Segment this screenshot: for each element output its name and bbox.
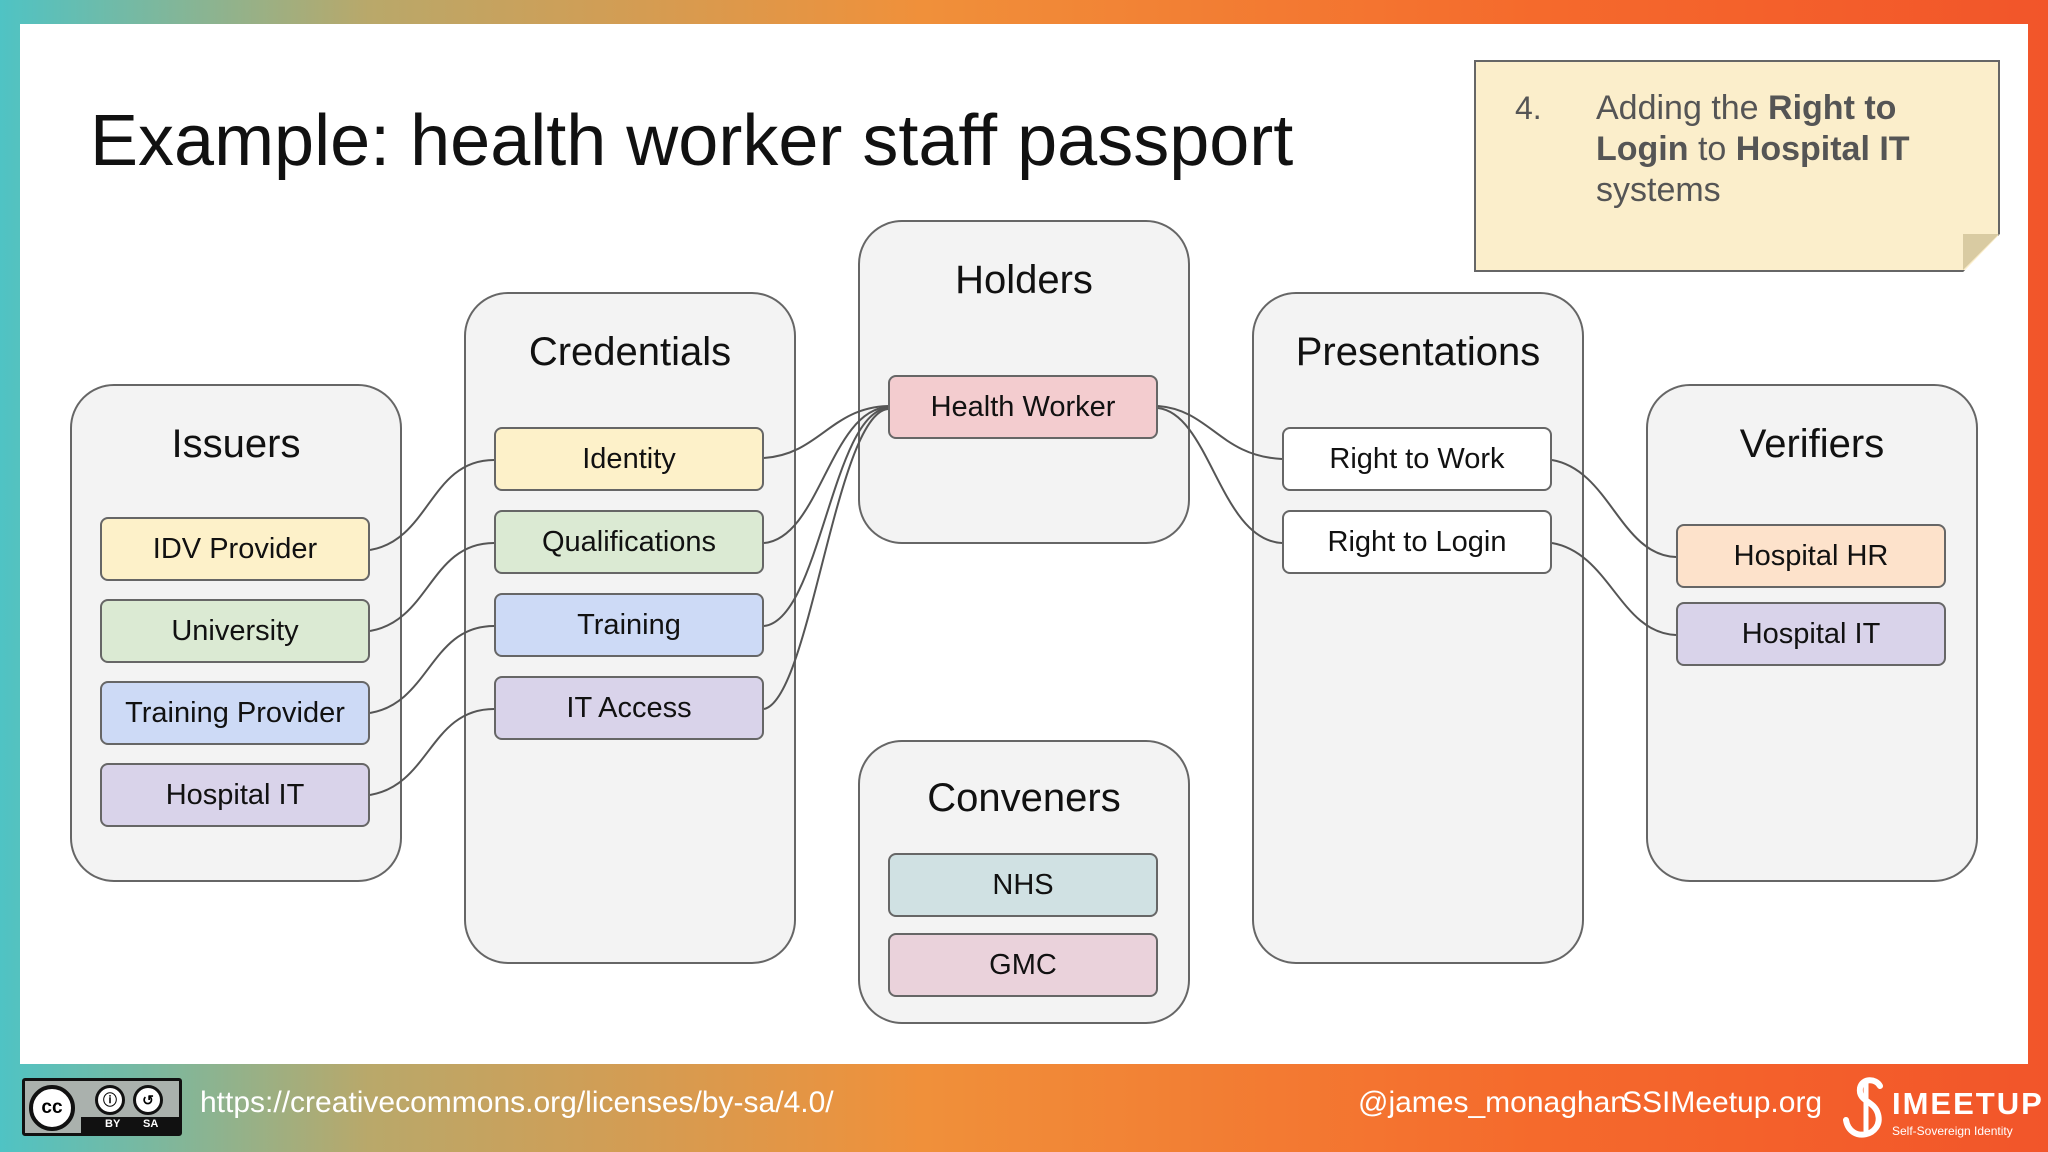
cc-icon: cc <box>29 1085 75 1131</box>
convener-nhs: NHS <box>888 853 1158 917</box>
note-text-part: to <box>1688 130 1736 168</box>
link-idv-identity <box>369 459 495 551</box>
ssi-meetup-logo[interactable]: IMEETUP Self-Sovereign Identity <box>1840 1074 2042 1144</box>
link-hospital-it-it-access <box>369 708 495 796</box>
footer-bar: cc ⓘ ↺ BY SA https://creativecommons.org… <box>0 1064 2048 1152</box>
holder-health-worker: Health Worker <box>888 375 1158 439</box>
note-bold-hospital-it: Hospital IT <box>1735 130 1910 168</box>
logo-text: IMEETUP <box>1892 1086 2044 1121</box>
link-right-to-login-hospital-it <box>1551 542 1677 636</box>
link-identity-health-worker <box>763 405 889 459</box>
twitter-handle[interactable]: @james_monaghan <box>1358 1086 1627 1119</box>
verifier-hospital-hr: Hospital HR <box>1676 524 1946 588</box>
group-title-presentations: Presentations <box>1295 330 1541 374</box>
issuer-hospital-it: Hospital IT <box>100 763 370 827</box>
attribution-icon: ⓘ <box>95 1085 125 1115</box>
group-title-issuers: Issuers <box>171 422 301 466</box>
issuer-university: University <box>100 599 370 663</box>
presentation-right-to-work: Right to Work <box>1282 427 1552 491</box>
link-right-to-work-hospital-hr <box>1551 459 1677 558</box>
issuer-training-provider: Training Provider <box>100 681 370 745</box>
sticky-note <box>1474 60 2000 272</box>
credential-identity: Identity <box>494 427 764 491</box>
note-text-part: systems <box>1596 171 1721 209</box>
credential-it-access: IT Access <box>494 676 764 740</box>
link-university-qualifications <box>369 542 495 632</box>
group-title-credentials: Credentials <box>528 330 732 374</box>
cc-sa-label: SA <box>143 1118 159 1130</box>
cc-license-badge[interactable]: cc ⓘ ↺ BY SA <box>22 1078 182 1136</box>
link-it-access-health-worker <box>763 408 889 710</box>
note-bold-right-to-login: Right to Login <box>1596 89 1897 168</box>
note-text-part: Adding the <box>1596 89 1769 127</box>
convener-gmc: GMC <box>888 933 1158 997</box>
cc-strip: BY SA <box>81 1117 179 1133</box>
issuer-idv-provider: IDV Provider <box>100 517 370 581</box>
group-title-holders: Holders <box>955 258 1093 302</box>
ssi-meetup-logo-mark-icon <box>1843 1077 1883 1138</box>
logo-subtitle: Self-Sovereign Identity <box>1892 1124 2013 1138</box>
license-link[interactable]: https://creativecommons.org/licenses/by-… <box>200 1086 834 1119</box>
site-link[interactable]: SSIMeetup.org <box>1622 1086 1823 1119</box>
group-presentations: Presentations <box>1252 292 1584 964</box>
note-text: Adding the Right to Login to Hospital IT… <box>1596 88 1936 211</box>
group-title-conveners: Conveners <box>927 776 1121 820</box>
link-health-worker-right-to-login <box>1157 407 1283 544</box>
credential-qualifications: Qualifications <box>494 510 764 574</box>
share-alike-icon: ↺ <box>133 1085 163 1115</box>
link-training-provider-training <box>369 625 495 714</box>
credential-training: Training <box>494 593 764 657</box>
cc-by-label: BY <box>105 1118 121 1130</box>
group-title-verifiers: Verifiers <box>1739 422 1885 466</box>
slide-title: Example: health worker staff passport <box>90 101 1294 181</box>
verifier-hospital-it: Hospital IT <box>1676 602 1946 666</box>
link-qualifications-health-worker <box>763 406 889 544</box>
link-health-worker-right-to-work <box>1157 405 1283 460</box>
presentation-right-to-login: Right to Login <box>1282 510 1552 574</box>
link-training-health-worker <box>763 407 889 627</box>
note-number: 4. <box>1515 90 1542 126</box>
